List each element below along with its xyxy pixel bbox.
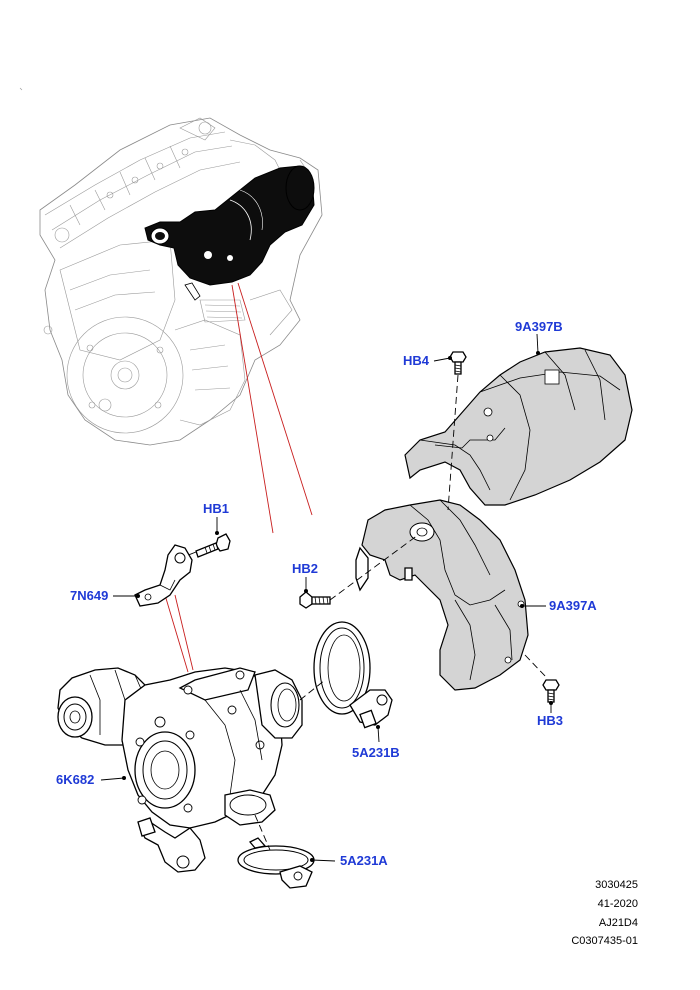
reference-engine-code: AJ21D4 — [598, 917, 638, 929]
bracket-7n649 — [134, 544, 193, 607]
callout-7n649: 7N649 — [70, 588, 109, 603]
callout-6k682: 6K682 — [56, 772, 95, 787]
heat-shield-lower — [355, 499, 529, 691]
reference-section: 41-2020 — [597, 898, 638, 910]
bolt-hb1 — [195, 533, 231, 558]
bolt-hb3 — [542, 679, 560, 703]
callout-9a397a: 9A397A — [549, 598, 597, 613]
callout-5a231a: 5A231A — [340, 853, 388, 868]
turbocharger-6k682 — [57, 667, 303, 873]
engine-overview — [19, 87, 323, 446]
reference-illustration-id: C0307435-01 — [571, 935, 638, 947]
heat-shield-upper — [404, 347, 633, 506]
bolt-hb4 — [449, 351, 467, 375]
assembly-lines — [185, 374, 548, 851]
callout-hb4: HB4 — [403, 353, 430, 368]
callout-hb1: HB1 — [203, 501, 230, 516]
callout-5a231b: 5A231B — [352, 745, 400, 760]
reference-number: 3030425 — [595, 879, 638, 891]
callout-leaders — [100, 333, 553, 862]
bolt-hb2 — [299, 591, 331, 609]
callout-hb2: HB2 — [292, 561, 319, 576]
clamp-5a231b — [313, 621, 393, 729]
clamp-5a231a — [237, 837, 315, 889]
callout-9a397b: 9A397B — [515, 319, 563, 334]
callout-hb3: HB3 — [537, 713, 564, 728]
locator-lines — [164, 282, 313, 673]
